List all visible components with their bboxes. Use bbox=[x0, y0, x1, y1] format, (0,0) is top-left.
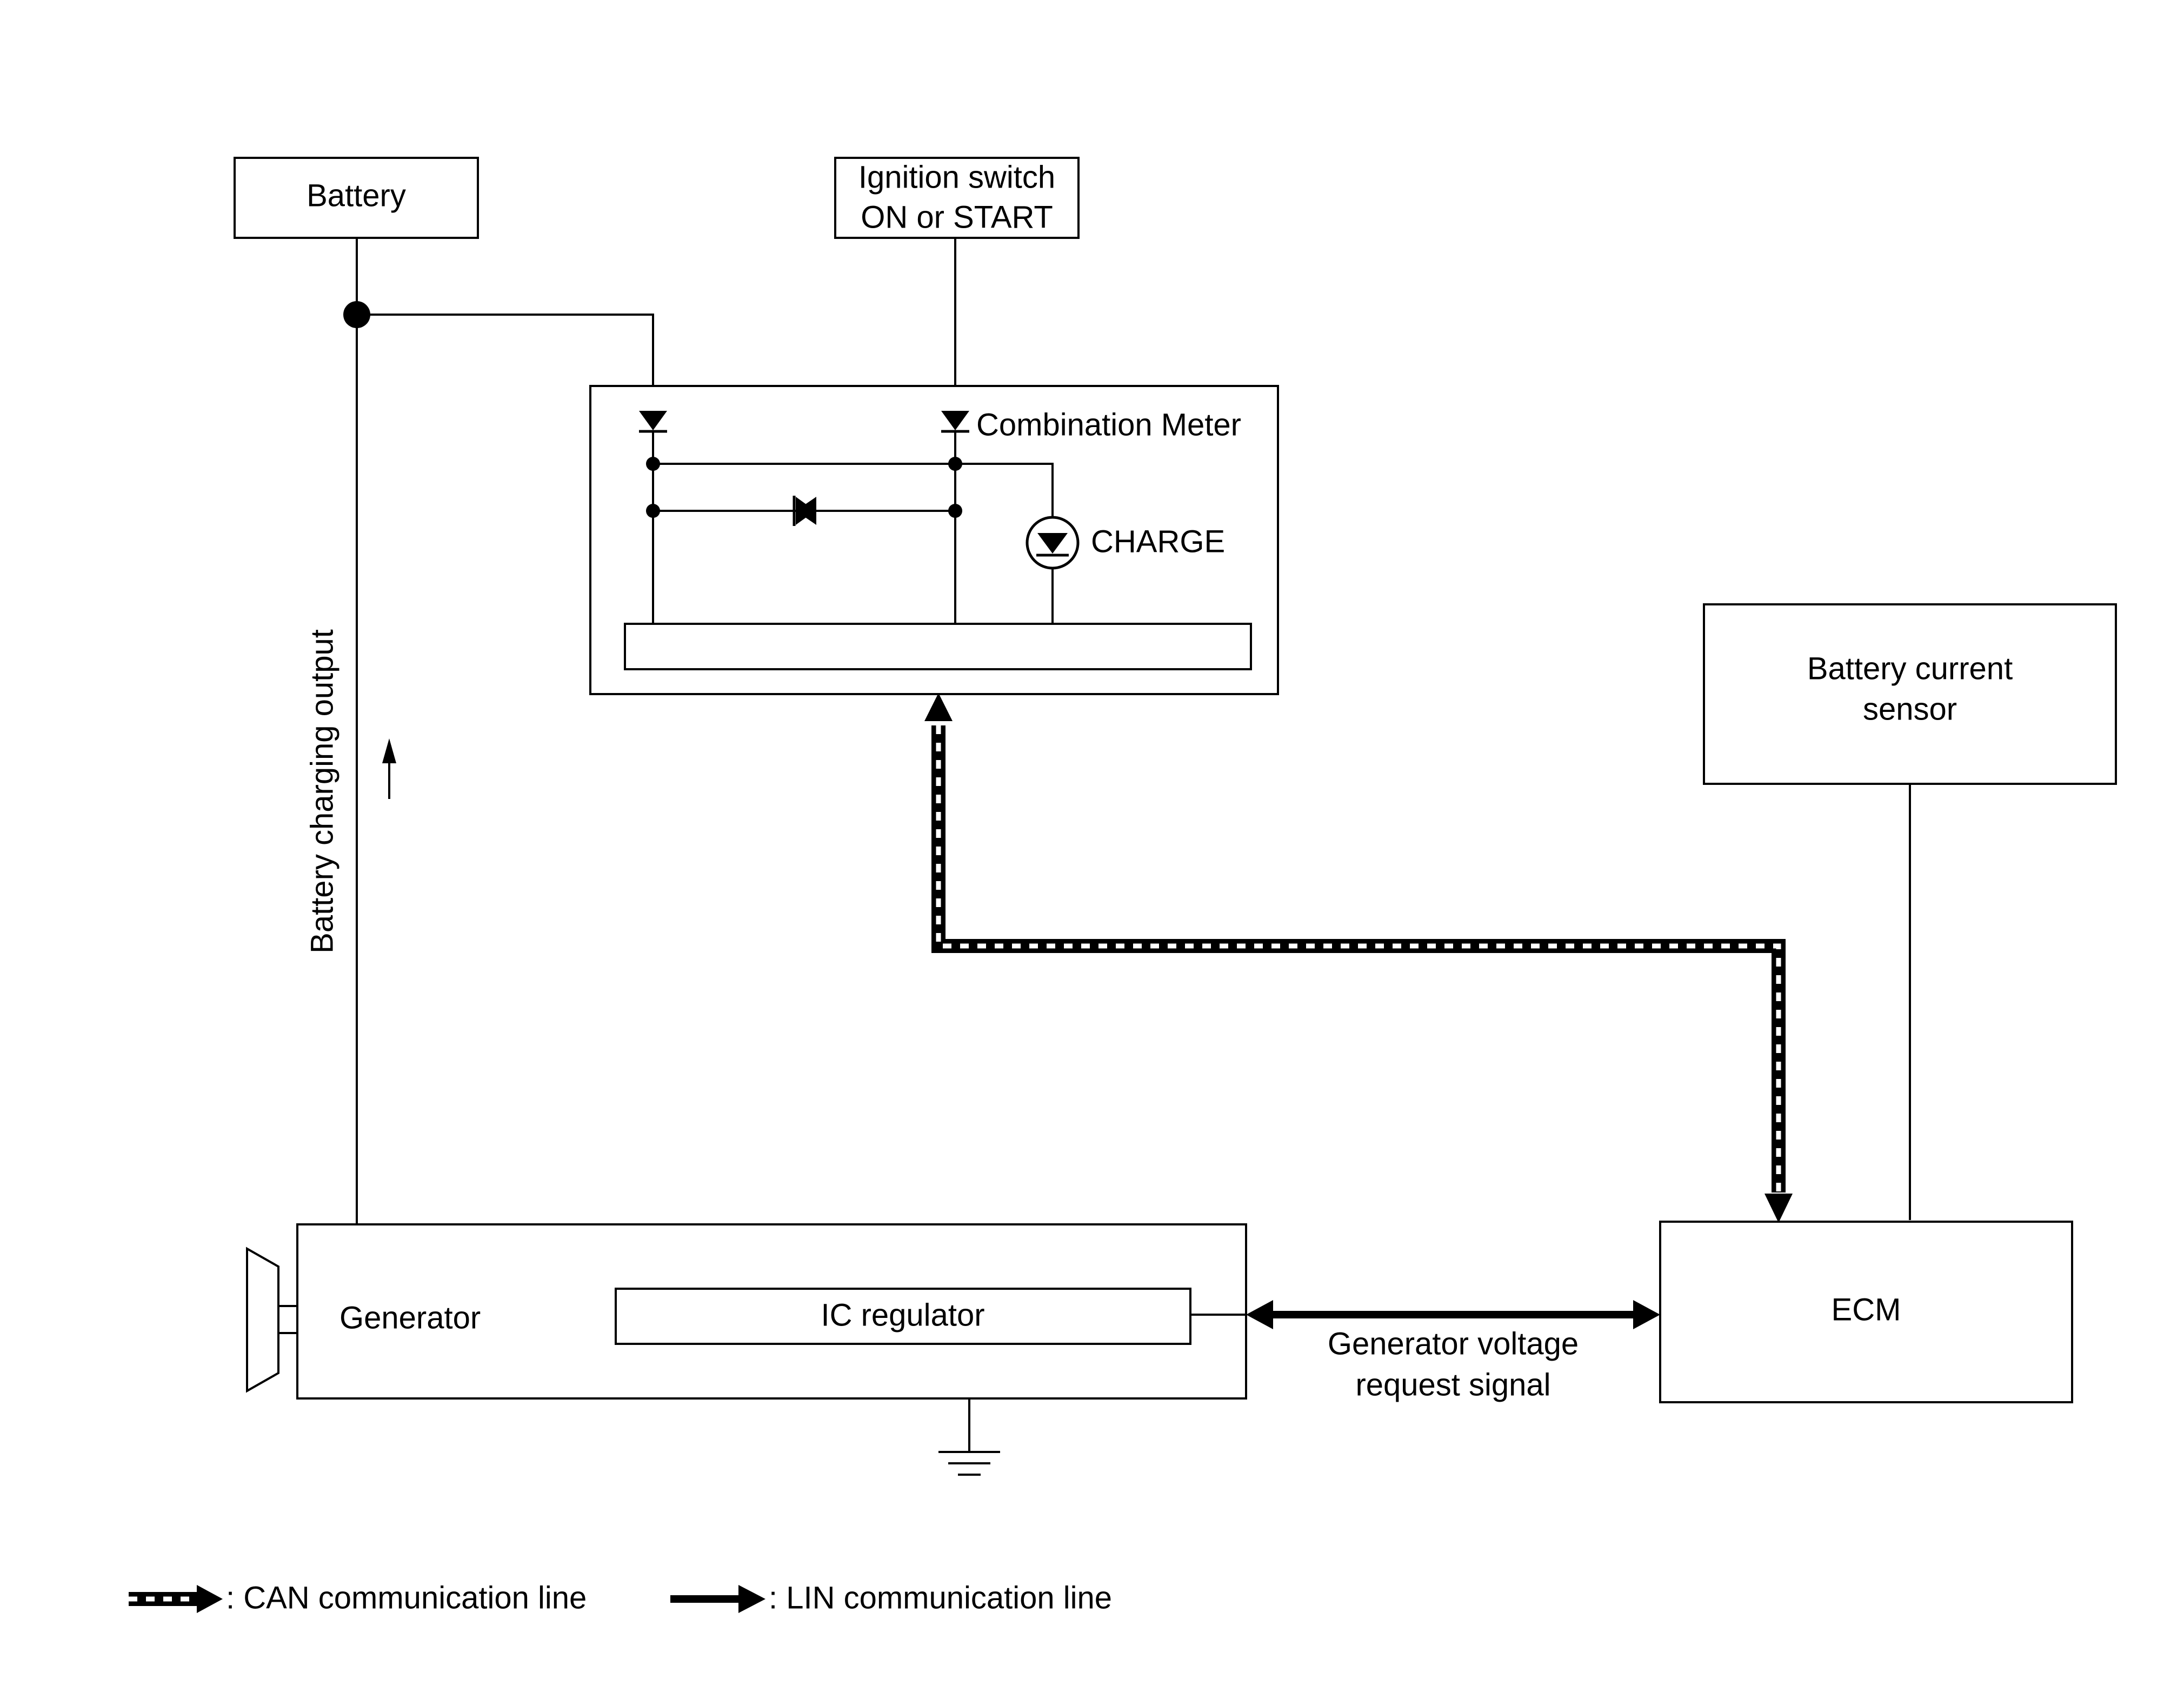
ignition-switch-label-line1: Ignition switch bbox=[858, 159, 1055, 195]
charging-direction-arrow bbox=[382, 738, 396, 799]
diode-icon bbox=[941, 411, 969, 433]
ignition-switch-label-line2: ON or START bbox=[861, 199, 1053, 235]
junction-dot-icon bbox=[343, 301, 370, 328]
junction-dot-icon bbox=[646, 457, 660, 471]
junction-dot-icon bbox=[948, 504, 962, 518]
legend-can-swatch bbox=[129, 1585, 223, 1613]
battery-label: Battery bbox=[307, 178, 406, 213]
diode-icon bbox=[793, 496, 816, 526]
combination-meter-box: Combination Meter bbox=[589, 385, 1279, 695]
can-arrowhead-up bbox=[924, 693, 953, 721]
junction-dot-icon bbox=[646, 504, 660, 518]
ic-regulator-box bbox=[615, 1288, 1191, 1345]
generator-signal-label-line2: request signal bbox=[1355, 1367, 1550, 1402]
legend: : CAN communication line : LIN communica… bbox=[129, 1580, 1112, 1615]
charge-lamp-icon bbox=[1026, 516, 1080, 570]
battery-box: Battery bbox=[234, 157, 479, 239]
diode-icon bbox=[639, 411, 667, 433]
battery-current-sensor-label-line2: sensor bbox=[1863, 691, 1957, 727]
can-communication-line bbox=[924, 693, 1793, 1223]
ecm-label: ECM bbox=[1832, 1292, 1901, 1327]
ecm-box: ECM bbox=[1659, 1221, 2073, 1403]
junction-dot-icon bbox=[948, 457, 962, 471]
can-arrowhead-down bbox=[1764, 1194, 1793, 1223]
battery-current-sensor-label-line1: Battery current bbox=[1807, 651, 2013, 686]
lin-arrowhead-right bbox=[1633, 1300, 1660, 1329]
ignition-switch-box: Ignition switch ON or START bbox=[834, 157, 1080, 239]
lin-arrowhead-left bbox=[1246, 1300, 1273, 1329]
generator-signal-label-line1: Generator voltage bbox=[1328, 1326, 1579, 1361]
ground-icon bbox=[938, 1398, 1000, 1476]
lin-communication-line bbox=[1190, 1300, 1660, 1329]
battery-current-sensor-box: Battery current sensor bbox=[1703, 603, 2117, 785]
battery-wiring bbox=[343, 238, 654, 1223]
battery-charging-output-label: Battery charging output bbox=[304, 629, 339, 954]
legend-can-label: : CAN communication line bbox=[226, 1580, 587, 1615]
charge-label: CHARGE bbox=[1091, 524, 1225, 559]
pulley-icon bbox=[246, 1247, 297, 1393]
legend-lin-label: : LIN communication line bbox=[769, 1580, 1112, 1615]
generator-label: Generator bbox=[339, 1300, 481, 1335]
ic-regulator-label: IC regulator bbox=[821, 1297, 984, 1332]
combination-meter-label: Combination Meter bbox=[976, 407, 1241, 442]
generator-box: Generator IC regulator bbox=[296, 1223, 1247, 1400]
legend-lin-swatch bbox=[670, 1585, 765, 1613]
meter-connector-bar bbox=[624, 623, 1252, 670]
